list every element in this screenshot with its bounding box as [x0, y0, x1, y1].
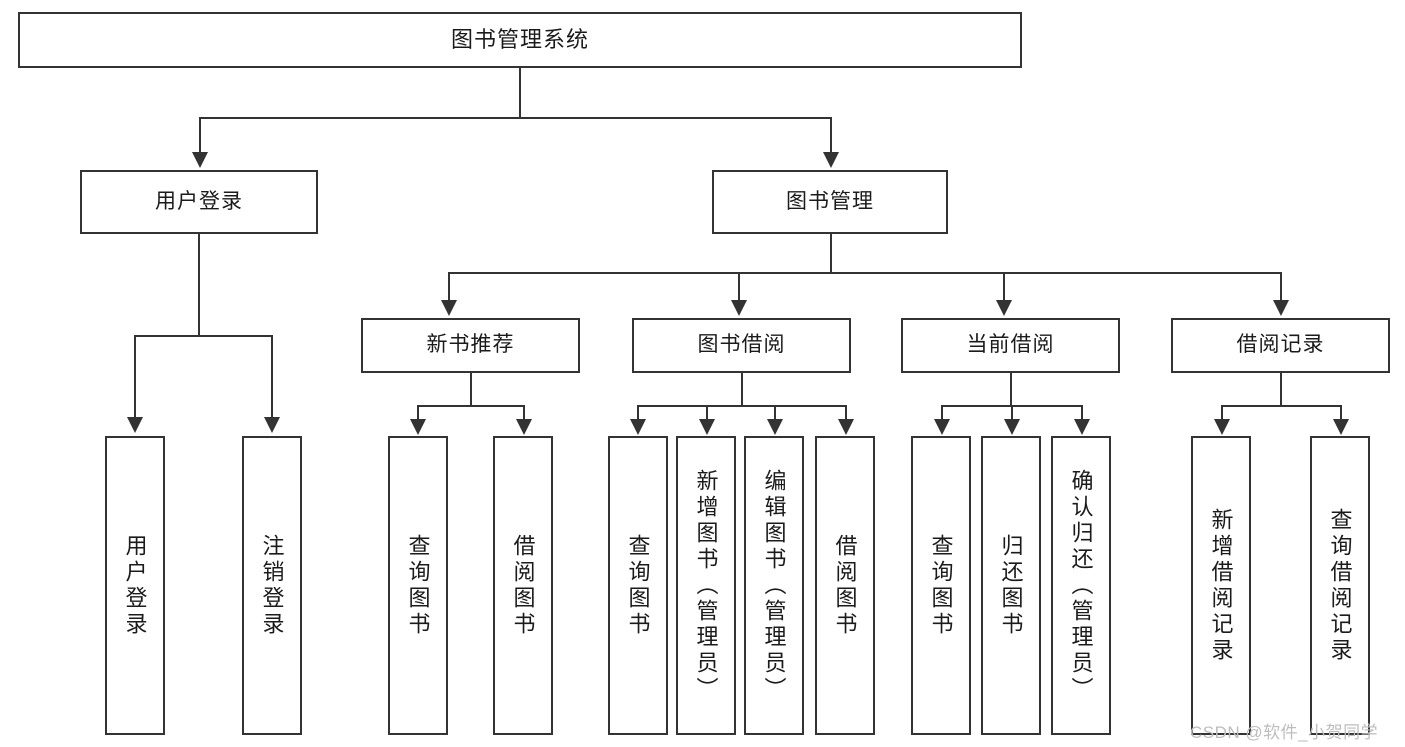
node-label: 图书管理系统 — [450, 27, 589, 53]
csdn-watermark: CSDN @软件_小贺同学 — [1190, 723, 1379, 742]
node-label: 借阅图书 — [510, 533, 536, 638]
connector-book-borrow-to-leaf-4 — [845, 405, 847, 421]
arrow-borrow-record-to-leaf-1 — [1214, 419, 1230, 435]
connector-borrow-record-to-leaf-1 — [1221, 405, 1223, 421]
node-leaf-query-book-3[interactable]: 查询图书 — [911, 436, 971, 735]
connector-new-book-rec-to-leaf-1 — [417, 405, 419, 421]
node-label: 注销登录 — [259, 533, 285, 638]
arrow-user-login-to-leaf-1 — [127, 417, 143, 433]
arrow-borrow-record-to-leaf-2 — [1333, 419, 1349, 435]
node-label: 图书管理 — [786, 189, 874, 213]
connector-new-book-rec-to-leaf-2 — [523, 405, 525, 421]
arrow-current-borrow-to-leaf-2 — [1004, 419, 1020, 435]
connector-borrow-record-bus — [1221, 405, 1340, 407]
node-leaf-borrow-book-1[interactable]: 借阅图书 — [493, 436, 553, 735]
node-leaf-return-book[interactable]: 归还图书 — [981, 436, 1041, 735]
node-label: 借阅图书 — [832, 533, 858, 638]
connector-book-borrow-bus — [637, 405, 845, 407]
node-label: 查询图书 — [928, 533, 954, 638]
connector-book-borrow-to-leaf-3 — [774, 405, 776, 421]
node-leaf-user-logout[interactable]: 注销登录 — [242, 436, 302, 735]
node-leaf-borrow-book-2[interactable]: 借阅图书 — [815, 436, 875, 735]
connector-user-login-bus — [134, 335, 271, 337]
arrow-book-manage-to-l3-4 — [1273, 300, 1289, 316]
arrow-current-borrow-to-leaf-3 — [1074, 419, 1090, 435]
node-label: 借阅记录 — [1236, 333, 1325, 357]
node-leaf-user-login[interactable]: 用户登录 — [105, 436, 165, 735]
connector-book-manage-bus — [448, 272, 1280, 274]
node-label: 当前借阅 — [966, 333, 1055, 357]
connector-book-borrow-stem — [741, 373, 743, 405]
connector-book-borrow-to-leaf-2 — [706, 405, 708, 421]
arrow-book-borrow-to-leaf-4 — [838, 419, 854, 435]
connector-book-borrow-to-leaf-1 — [637, 405, 639, 421]
connector-root-bus — [199, 117, 831, 119]
arrow-current-borrow-to-leaf-1 — [934, 419, 950, 435]
node-leaf-add-record[interactable]: 新增借阅记录 — [1191, 436, 1251, 735]
node-label: 图书借阅 — [697, 333, 786, 357]
node-book-borrow[interactable]: 图书借阅 — [632, 318, 851, 373]
node-label: 用户登录 — [155, 189, 243, 213]
node-label: 新增借阅记录 — [1208, 507, 1234, 664]
arrow-user-login-to-leaf-2 — [264, 417, 280, 433]
node-root-system[interactable]: 图书管理系统 — [18, 12, 1022, 68]
node-label: 新书推荐 — [426, 333, 515, 357]
connector-book-manage-to-l3-2 — [738, 272, 740, 302]
node-label: 用户登录 — [122, 533, 148, 638]
node-borrow-record[interactable]: 借阅记录 — [1171, 318, 1390, 373]
arrow-book-manage-to-l3-3 — [996, 300, 1012, 316]
connector-root-stem — [519, 68, 521, 117]
connector-user-login-to-leaf-1 — [134, 335, 136, 419]
arrow-book-borrow-to-leaf-3 — [767, 419, 783, 435]
connector-borrow-record-to-leaf-2 — [1340, 405, 1342, 421]
node-label: 新增图书（管理员） — [693, 468, 719, 703]
node-label: 查询图书 — [405, 533, 431, 638]
arrow-root-to-user-login — [192, 152, 208, 168]
arrow-book-borrow-to-leaf-2 — [699, 419, 715, 435]
node-label: 归还图书 — [998, 533, 1024, 638]
node-leaf-confirm-return[interactable]: 确认归还（管理员） — [1051, 436, 1111, 735]
connector-book-manage-to-l3-4 — [1280, 272, 1282, 302]
connector-new-book-rec-bus — [417, 405, 523, 407]
connector-book-manage-stem — [830, 234, 832, 272]
connector-current-borrow-to-leaf-3 — [1081, 405, 1083, 421]
node-leaf-query-record[interactable]: 查询借阅记录 — [1310, 436, 1370, 735]
node-leaf-query-book-1[interactable]: 查询图书 — [388, 436, 448, 735]
connector-user-login-to-leaf-2 — [271, 335, 273, 419]
node-label: 查询借阅记录 — [1327, 507, 1353, 664]
connector-book-manage-to-l3-3 — [1003, 272, 1005, 302]
arrow-root-to-book-manage — [823, 152, 839, 168]
node-label: 编辑图书（管理员） — [761, 468, 787, 703]
connector-new-book-rec-stem — [470, 373, 472, 405]
arrow-book-borrow-to-leaf-1 — [630, 419, 646, 435]
connector-user-login-stem — [198, 234, 200, 335]
node-leaf-edit-book[interactable]: 编辑图书（管理员） — [744, 436, 804, 735]
node-book-manage[interactable]: 图书管理 — [712, 170, 948, 234]
node-new-book-rec[interactable]: 新书推荐 — [361, 318, 580, 373]
node-current-borrow[interactable]: 当前借阅 — [901, 318, 1120, 373]
connector-current-borrow-stem — [1010, 373, 1012, 405]
connector-current-borrow-to-leaf-1 — [941, 405, 943, 421]
arrow-book-manage-to-l3-1 — [441, 300, 457, 316]
node-label: 查询图书 — [625, 533, 651, 638]
node-label: 确认归还（管理员） — [1068, 468, 1094, 703]
connector-book-manage-to-l3-1 — [448, 272, 450, 302]
arrow-book-manage-to-l3-2 — [731, 300, 747, 316]
node-leaf-add-book[interactable]: 新增图书（管理员） — [676, 436, 736, 735]
connector-root-to-book-manage — [830, 117, 832, 154]
connector-root-to-user-login — [199, 117, 201, 154]
connector-borrow-record-stem — [1280, 373, 1282, 405]
node-leaf-query-book-2[interactable]: 查询图书 — [608, 436, 668, 735]
node-user-login[interactable]: 用户登录 — [80, 170, 318, 234]
arrow-new-book-rec-to-leaf-2 — [516, 419, 532, 435]
connector-current-borrow-to-leaf-2 — [1011, 405, 1013, 421]
arrow-new-book-rec-to-leaf-1 — [410, 419, 426, 435]
